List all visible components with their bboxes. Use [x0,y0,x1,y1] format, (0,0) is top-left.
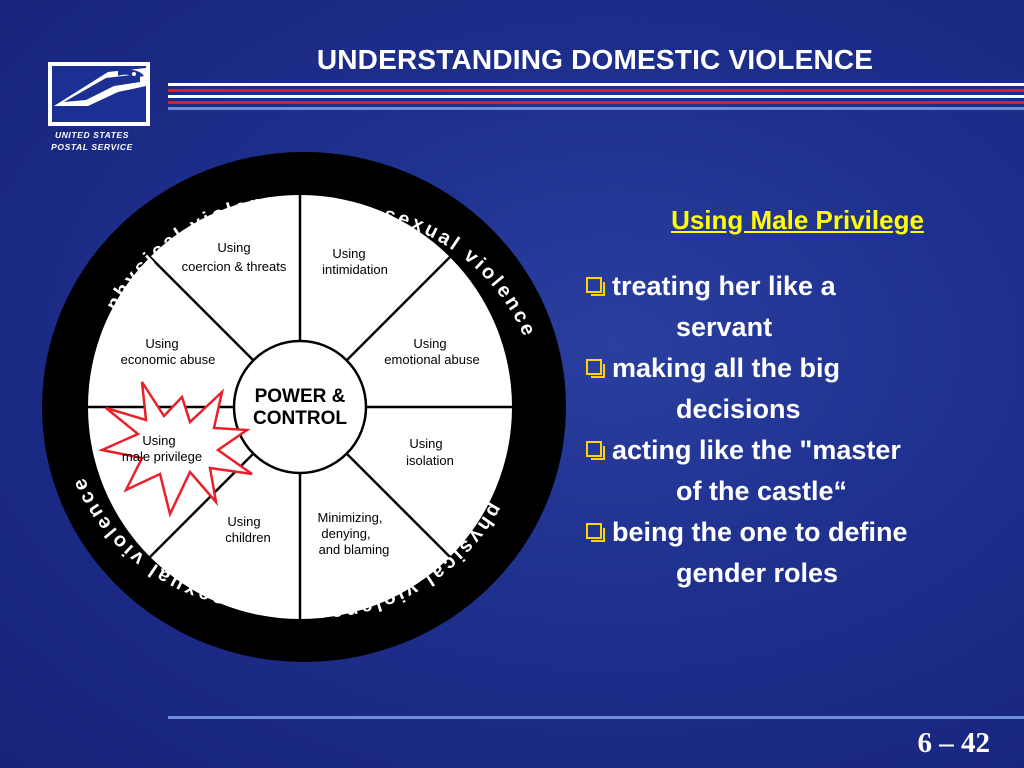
page-title: UNDERSTANDING DOMESTIC VIOLENCE [316,44,874,75]
wheel-hub [232,339,368,475]
bullet-item: treating her like a servant [582,266,1012,348]
bullet-item: acting like the "master of the castle“ [582,430,1012,512]
bullet-line1: acting like the "master [612,435,901,465]
checkbox-bullet-icon [586,277,605,296]
segment-isolation-l2: isolation [406,453,454,468]
page-number: 6 – 42 [917,727,991,759]
hub-label-line1: POWER & [255,386,346,407]
segment-intimidation-l1: Using [332,246,365,261]
power-control-wheel: physical violence sexual violence physic… [42,152,566,662]
bullet-item: making all the big decisions [582,348,1012,430]
panel-heading: Using Male Privilege [671,205,924,235]
bullet-line2: of the castle“ [676,476,848,506]
bullet-line1: being the one to define [612,517,908,547]
bullet-item: being the one to define gender roles [582,512,1012,594]
segment-economic-l2: economic abuse [121,352,216,367]
segment-emotional-l2: emotional abuse [384,352,479,367]
bullet-line2: gender roles [676,558,839,588]
segment-male-privilege-l2: male privilege [122,449,202,464]
segment-minimizing-l1: Minimizing, [317,510,382,525]
eagle-icon [48,62,150,126]
segment-male-privilege-l1: Using [142,433,175,448]
header-rule [168,107,1024,110]
segment-isolation-l1: Using [409,436,442,451]
segment-children-l2: children [225,530,271,545]
header-rule [168,95,1024,98]
checkbox-bullet-icon [586,523,605,542]
segment-economic-l1: Using [145,336,178,351]
segment-children-l1: Using [227,514,260,529]
footer-rule [168,716,1024,719]
checkbox-bullet-icon [586,359,605,378]
segment-intimidation-l2: intimidation [322,262,388,277]
segment-emotional-l1: Using [413,336,446,351]
header-rule [168,89,1024,92]
segment-coercion-l2: coercion & threats [182,259,287,274]
bullet-line1: making all the big [612,353,841,383]
checkbox-bullet-icon [586,441,605,460]
segment-minimizing-l2: denying, [321,526,370,541]
header-rule [168,101,1024,104]
logo-line1: UNITED STATES [54,130,130,140]
hub-label-line2: CONTROL [253,408,347,429]
bullet-line2: servant [676,312,773,342]
bullet-line1: treating her like a [612,271,836,301]
segment-coercion-l1: Using [217,240,250,255]
highlight-starburst [97,381,253,518]
header-rule [168,83,1024,86]
bullet-list: treating her like a servant making all t… [582,266,1012,594]
segment-minimizing-l3: and blaming [319,542,390,557]
bullet-line2: decisions [676,394,801,424]
logo-line2: POSTAL SERVICE [51,142,133,152]
